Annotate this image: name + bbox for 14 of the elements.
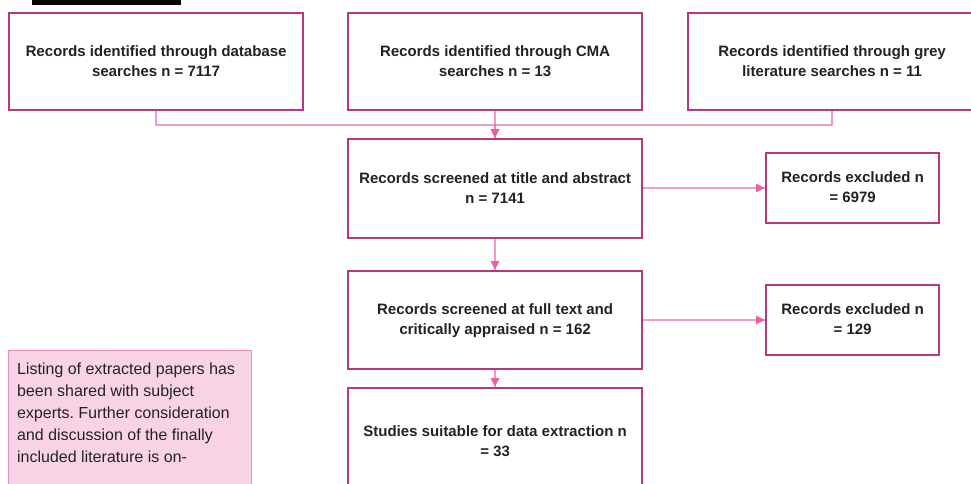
process-box: Records excluded n = 129	[765, 284, 940, 356]
process-box: Records identified through CMA searches n = 13	[347, 12, 643, 111]
arrow	[643, 183, 765, 193]
process-box: Records identified through database searches n = 7117	[8, 12, 304, 111]
process-box: Studies suitable for data extraction n = 33	[347, 387, 643, 484]
arrow	[643, 315, 765, 325]
note-box: Listing of extracted papers has been shared with subject experts. Further consideration and discussion of the finally included literature is on-	[8, 350, 252, 484]
arrow	[490, 239, 500, 270]
process-box: Records excluded n = 6979	[765, 152, 940, 224]
arrow	[490, 111, 833, 138]
process-box: Records screened at full text and critically appraised n = 162	[347, 270, 643, 370]
process-box: Records identified through grey literature searches n = 11	[687, 12, 971, 111]
arrow	[490, 370, 500, 387]
process-box: Records screened at title and abstract n = 7141	[347, 138, 643, 239]
